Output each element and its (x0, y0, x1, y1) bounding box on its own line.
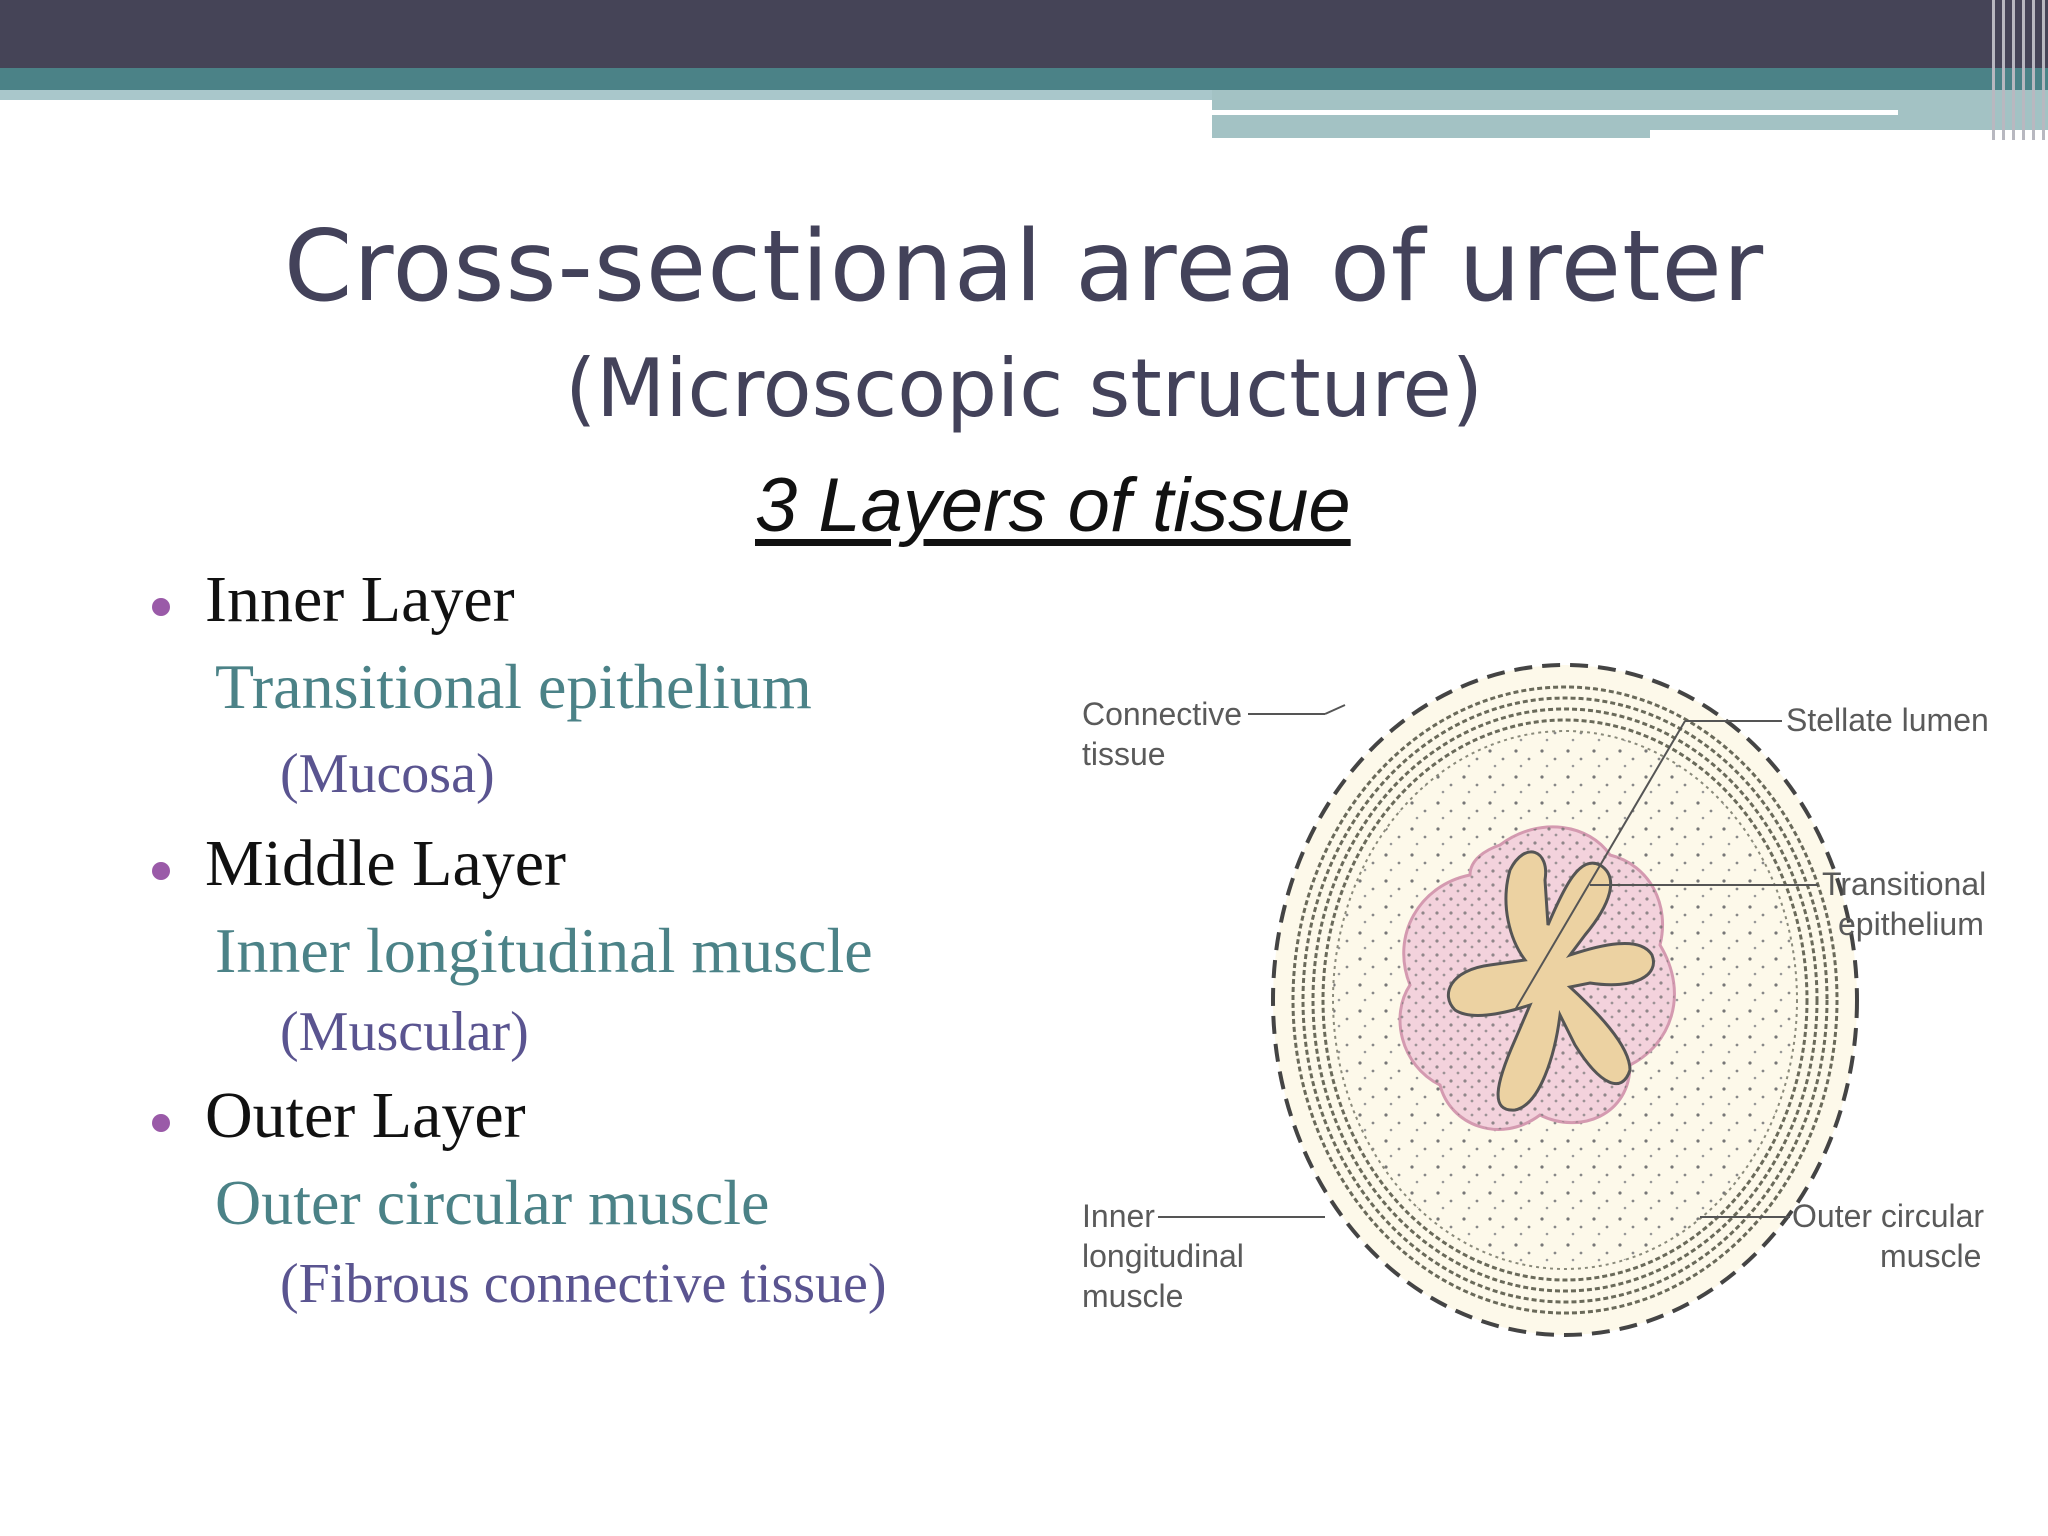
teal-divider-line (1212, 110, 1898, 115)
bullet-icon (152, 862, 170, 880)
bullet-icon (152, 1114, 170, 1132)
layer-sub: (Mucosa) (280, 743, 495, 805)
teal-light-band (0, 90, 1212, 100)
layer-description: Inner longitudinal muscle (215, 915, 873, 986)
ureter-cross-section-diagram: Connective tissue Stellate lumen Transit… (1082, 663, 1989, 1337)
teal-accent-band (0, 68, 2048, 90)
label-outer-circular-2: muscle (1880, 1238, 1981, 1274)
layer-sub: (Fibrous connective tissue) (280, 1253, 887, 1315)
layer-sub: (Muscular) (280, 1001, 529, 1063)
label-transitional-2: epithelium (1838, 906, 1984, 942)
label-transitional: Transitional (1822, 866, 1986, 902)
header-band (0, 0, 2048, 68)
leader-lines (1158, 704, 1818, 1218)
layer-description: Transitional epithelium (215, 651, 812, 722)
layer-name: Inner Layer (205, 563, 515, 636)
slide-subtitle: (Microscopic structure) (565, 342, 1483, 435)
label-inner-longitudinal-2: longitudinal (1082, 1238, 1244, 1274)
label-connective-tissue: Connective (1082, 696, 1242, 732)
label-connective-tissue-2: tissue (1082, 736, 1166, 772)
corner-stripes (1988, 0, 2048, 140)
label-inner-longitudinal: Inner (1082, 1198, 1155, 1234)
label-outer-circular: Outer circular (1792, 1198, 1984, 1234)
layers-heading: 3 Layers of tissue (755, 463, 1351, 548)
teal-gap (1650, 130, 2048, 140)
label-inner-longitudinal-3: muscle (1082, 1278, 1183, 1314)
diagram-labels: Connective tissue Stellate lumen Transit… (1082, 696, 1989, 1314)
layer-name: Middle Layer (205, 827, 567, 900)
layer-description: Outer circular muscle (215, 1167, 770, 1238)
layer-name: Outer Layer (205, 1079, 526, 1152)
slide-title: Cross-sectional area of ureter (283, 210, 1765, 324)
label-stellate-lumen: Stellate lumen (1786, 702, 1989, 738)
bullet-icon (152, 598, 170, 616)
